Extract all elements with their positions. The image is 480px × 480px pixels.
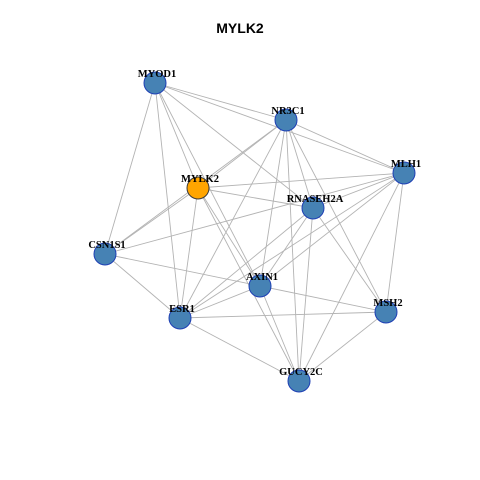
- edge-esr1-msh2: [179, 311, 387, 319]
- node-nr3c1[interactable]: [274, 108, 298, 132]
- edge-rnaseh2a-gucy2c: [298, 207, 314, 382]
- node-label-esr1: ESR1: [169, 304, 195, 315]
- edge-layer: [104, 82, 405, 382]
- edge-myod1-rnaseh2a: [154, 82, 314, 209]
- edge-mlh1-axin1: [259, 172, 405, 287]
- edge-axin1-esr1: [179, 285, 261, 319]
- edge-msh2-gucy2c: [298, 311, 387, 382]
- edge-nr3c1-gucy2c: [285, 119, 300, 382]
- edge-nr3c1-mlh1: [285, 119, 405, 174]
- node-rnaseh2a[interactable]: [301, 196, 325, 220]
- node-mlh1[interactable]: [392, 161, 416, 185]
- node-layer: [93, 71, 416, 393]
- node-esr1[interactable]: [168, 306, 192, 330]
- edge-myod1-nr3c1: [154, 82, 287, 121]
- edge-mlh1-gucy2c: [298, 172, 405, 382]
- edge-mlh1-rnaseh2a: [312, 172, 405, 209]
- edge-nr3c1-rnaseh2a: [285, 119, 314, 209]
- edge-csn1s1-msh2: [104, 253, 387, 313]
- node-label-nr3c1: NR3C1: [271, 106, 304, 117]
- node-label-mylk2: MYLK2: [181, 174, 219, 185]
- edge-axin1-gucy2c: [259, 285, 300, 382]
- edge-rnaseh2a-axin1: [259, 207, 314, 287]
- edge-nr3c1-msh2: [285, 119, 387, 313]
- edge-mylk2-rnaseh2a: [197, 187, 314, 209]
- node-label-msh2: MSH2: [373, 298, 402, 309]
- node-label-rnaseh2a: RNASEH2A: [287, 194, 344, 205]
- node-gucy2c[interactable]: [287, 369, 311, 393]
- edge-nr3c1-axin1: [259, 119, 287, 287]
- graph-title: MYLK2: [216, 20, 264, 36]
- edge-myod1-mylk2: [154, 82, 199, 189]
- edge-rnaseh2a-esr1: [179, 207, 314, 319]
- node-axin1[interactable]: [248, 274, 272, 298]
- edge-myod1-esr1: [154, 82, 181, 319]
- edge-mlh1-mylk2: [197, 172, 405, 189]
- edge-csn1s1-esr1: [104, 253, 181, 319]
- node-label-myod1: MYOD1: [138, 69, 177, 80]
- edge-rnaseh2a-msh2: [312, 207, 387, 313]
- node-label-mlh1: MLH1: [391, 159, 421, 170]
- edge-mylk2-gucy2c: [197, 187, 300, 382]
- node-csn1s1[interactable]: [93, 242, 117, 266]
- edge-mylk2-axin1: [197, 187, 261, 287]
- edge-mylk2-esr1: [179, 187, 199, 319]
- edge-myod1-csn1s1: [104, 82, 156, 255]
- node-label-gucy2c: GUCY2C: [279, 367, 323, 378]
- node-msh2[interactable]: [374, 300, 398, 324]
- edge-mylk2-csn1s1: [104, 187, 199, 255]
- edge-mlh1-msh2: [385, 172, 405, 313]
- node-label-axin1: AXIN1: [246, 272, 278, 283]
- node-mylk2[interactable]: [186, 176, 210, 200]
- node-myod1[interactable]: [143, 71, 167, 95]
- edge-mlh1-esr1: [179, 172, 405, 319]
- edge-esr1-gucy2c: [179, 317, 300, 382]
- edge-mlh1-csn1s1: [104, 172, 405, 255]
- node-label-csn1s1: CSN1S1: [88, 240, 125, 251]
